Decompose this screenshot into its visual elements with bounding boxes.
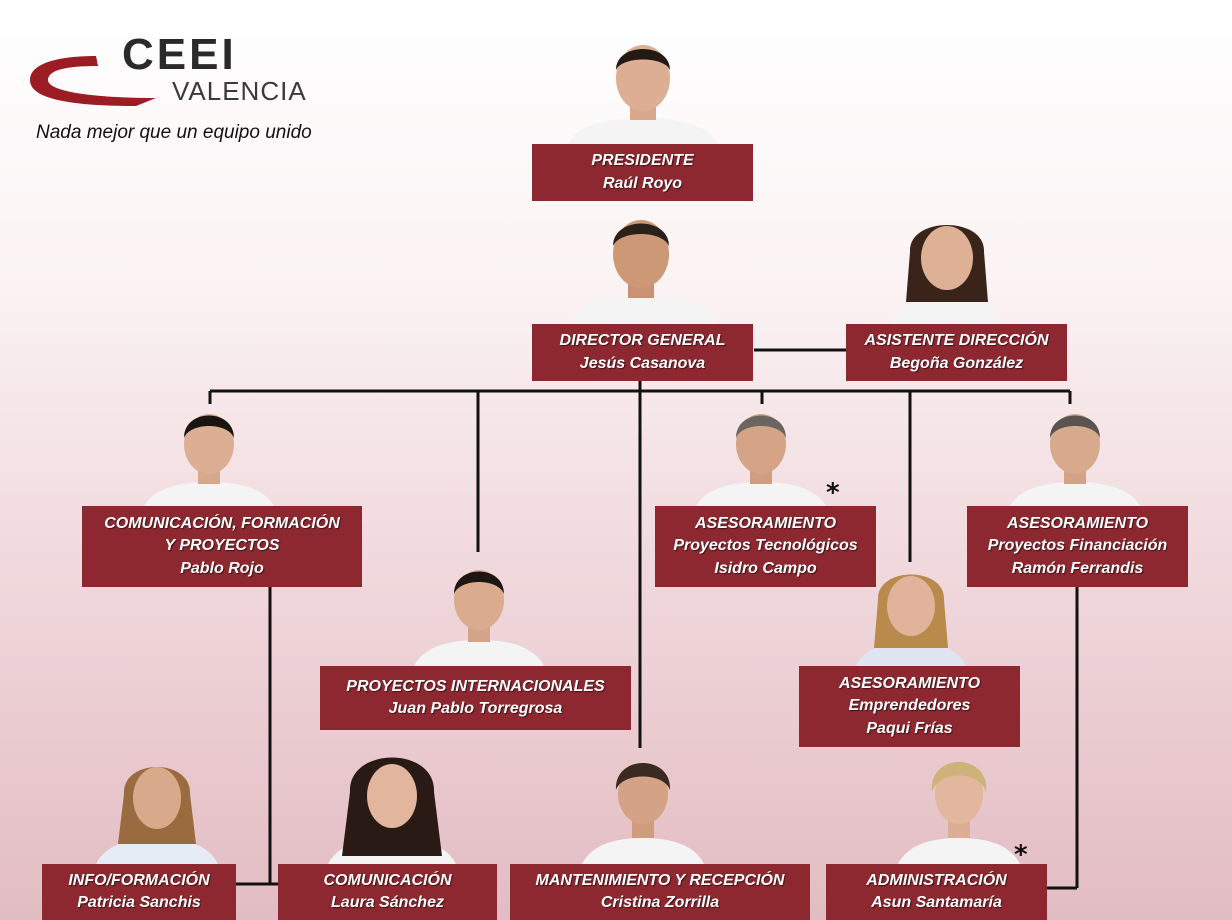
role-area: Proyectos Financiación	[987, 537, 1168, 555]
role-area: Proyectos Tecnológicos	[673, 537, 858, 555]
role-label-line1: COMUNICACIÓN, FORMACIÓN	[104, 514, 340, 532]
person-name: Jesús Casanova	[579, 354, 706, 372]
person-photo-director	[566, 220, 716, 324]
person-name: Raúl Royo	[602, 174, 683, 192]
role-box-administracion: ADMINISTRACIÓN Asun Santamaría	[826, 864, 1047, 920]
person-photo-financiacion	[1010, 414, 1140, 506]
person-photo-info-formacion	[96, 767, 218, 864]
person-name: Ramón Ferrandis	[1011, 559, 1144, 577]
role-label: ADMINISTRACIÓN	[866, 871, 1007, 889]
role-box-emprendedores: ASESORAMIENTO Emprendedores Paqui Frías	[799, 666, 1020, 747]
role-label: ASESORAMIENTO	[838, 674, 981, 692]
role-label: MANTENIMIENTO Y RECEPCIÓN	[535, 871, 785, 889]
person-name: Pablo Rojo	[180, 559, 264, 577]
role-box-info-formacion: INFO/FORMACIÓN Patricia Sanchis	[42, 864, 236, 920]
ceei-valencia-logo: CEEI VALENCIA	[26, 30, 326, 116]
person-name: Begoña González	[889, 354, 1024, 372]
person-name: Patricia Sanchis	[77, 894, 201, 911]
logo-ceei-text: CEEI	[122, 30, 237, 79]
person-name: Cristina Zorrilla	[600, 894, 720, 911]
role-label: ASESORAMIENTO	[694, 514, 837, 532]
person-name: Isidro Campo	[714, 559, 817, 577]
role-label: PRESIDENTE	[591, 152, 694, 170]
person-photo-administracion	[898, 762, 1020, 864]
role-box-internacionales: PROYECTOS INTERNACIONALES Juan Pablo Tor…	[320, 666, 631, 730]
role-label-line2: Y PROYECTOS	[164, 537, 280, 555]
role-label: INFO/FORMACIÓN	[68, 871, 210, 889]
person-photo-comunicacion	[328, 757, 456, 864]
role-box-presidente: PRESIDENTE Raúl Royo	[532, 144, 753, 201]
role-box-comunicacion-formacion: COMUNICACIÓN, FORMACIÓN Y PROYECTOS Pabl…	[82, 506, 362, 587]
person-photo-asistente	[892, 225, 1002, 324]
role-label: PROYECTOS INTERNACIONALES	[346, 677, 605, 695]
person-name: Asun Santamaría	[871, 894, 1002, 911]
person-name: Paqui Frías	[866, 719, 953, 737]
person-photo-emprendedores	[856, 574, 966, 666]
role-label: COMUNICACIÓN	[323, 871, 452, 889]
role-label: ASESORAMIENTO	[1006, 514, 1149, 532]
person-name: Laura Sánchez	[331, 894, 444, 911]
role-box-director: DIRECTOR GENERAL Jesús Casanova	[532, 324, 753, 381]
logo-valencia-text: VALENCIA	[172, 76, 307, 106]
person-photo-internacionales	[414, 570, 544, 666]
person-photo-presidente	[568, 45, 718, 144]
role-box-financiacion: ASESORAMIENTO Proyectos Financiación Ram…	[967, 506, 1188, 587]
person-photo-tecnologicos	[696, 414, 826, 506]
person-photo-comunicacion-formacion	[144, 414, 274, 506]
person-name: Juan Pablo Torregrosa	[388, 700, 563, 717]
person-photo-mantenimiento	[582, 763, 704, 864]
asterisk-marker: *	[1014, 840, 1028, 870]
role-box-mantenimiento: MANTENIMIENTO Y RECEPCIÓN Cristina Zorri…	[510, 864, 810, 920]
role-label: DIRECTOR GENERAL	[559, 332, 726, 350]
asterisk-marker: *	[826, 478, 840, 508]
logo-swoosh-icon	[30, 56, 156, 106]
role-box-asistente: ASISTENTE DIRECCIÓN Begoña González	[846, 324, 1067, 381]
role-area: Emprendedores	[848, 697, 971, 715]
role-box-comunicacion: COMUNICACIÓN Laura Sánchez	[278, 864, 497, 920]
role-box-tecnologicos: ASESORAMIENTO Proyectos Tecnológicos Isi…	[655, 506, 876, 587]
role-label: ASISTENTE DIRECCIÓN	[864, 332, 1049, 350]
tagline: Nada mejor que un equipo unido	[36, 122, 312, 143]
